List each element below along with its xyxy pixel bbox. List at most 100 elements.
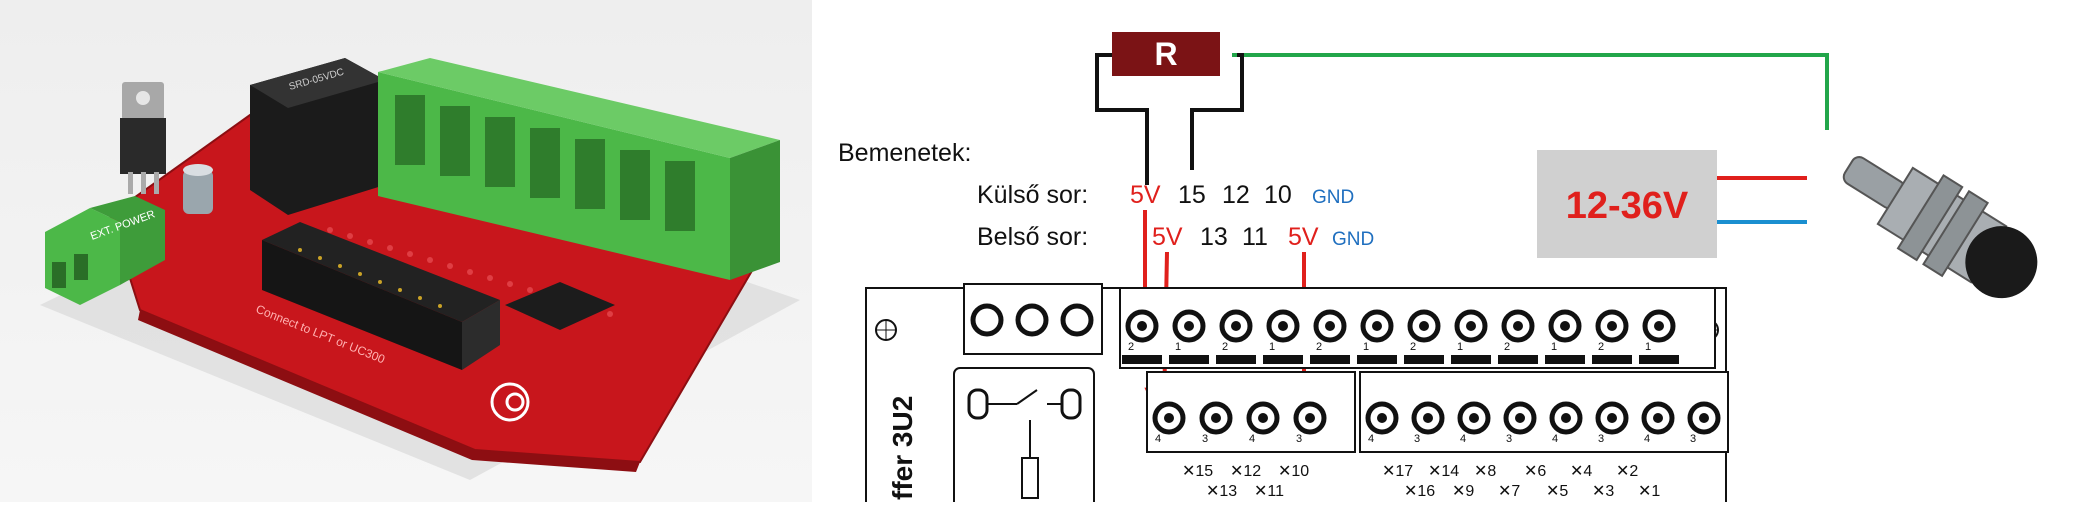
pin-number: 1: [1551, 341, 1557, 353]
terminal-screw: [1313, 309, 1347, 343]
outer-pin-12: 12: [1222, 181, 1250, 209]
terminal-screw: [1360, 309, 1394, 343]
pin-number: 4: [1552, 433, 1558, 445]
pin-number: 4: [1644, 433, 1650, 445]
idc-connector: [262, 222, 500, 370]
pin-number: 4: [1368, 433, 1374, 445]
inputs-title: Bemenetek:: [838, 139, 971, 167]
bottom-pin-label: ✕12: [1230, 463, 1261, 480]
terminal-screw: [1246, 401, 1280, 435]
pin-number: 1: [1269, 341, 1275, 353]
black-wire-right: [1190, 53, 1244, 170]
terminal-screw: [1172, 309, 1206, 343]
terminal-screw: [1595, 401, 1629, 435]
bottom-pin-label: ✕6: [1524, 463, 1546, 480]
pin-number: 1: [1175, 341, 1181, 353]
terminal-screw: [1407, 309, 1441, 343]
bottom-pin-label: ✕1: [1638, 483, 1660, 500]
terminal-screw: [1641, 401, 1675, 435]
product-photo: SRD-05VDC EXT. POWER Connect to LPT: [0, 0, 812, 502]
outer-pin-15: 15: [1178, 181, 1206, 209]
bottom-pin-label: ✕4: [1570, 463, 1592, 480]
terminal-screw: [1293, 401, 1327, 435]
outer-pin-5v: 5V: [1130, 181, 1161, 209]
voltage-label: 12-36V: [1566, 185, 1689, 227]
terminal-screw: [1503, 401, 1537, 435]
pin-number: 4: [1249, 433, 1255, 445]
pin-number: 3: [1506, 433, 1512, 445]
terminal-screw: [1266, 309, 1300, 343]
wiring-svg: R Bemenetek: Külső sor: Belső sor: 5V 15…: [838, 32, 2038, 507]
pin-number: 2: [1128, 341, 1134, 353]
terminal-screw: [1219, 309, 1253, 343]
inner-pin-gnd: GND: [1332, 229, 1374, 250]
pin-number: 3: [1296, 433, 1302, 445]
pin-number: 3: [1598, 433, 1604, 445]
resistor: [1112, 32, 1220, 76]
pin-number: 1: [1645, 341, 1651, 353]
bottom-pin-labels-top: ✕15✕12✕10✕17✕14✕8✕6✕4✕2: [1182, 463, 1638, 480]
terminal-screw: [1595, 309, 1629, 343]
pin-number: 1: [1457, 341, 1463, 353]
terminal-screw: [1642, 309, 1676, 343]
relay-schematic: [953, 367, 1095, 507]
terminal-screw: [1199, 401, 1233, 435]
black-wire-left: [1095, 53, 1149, 185]
terminal-screw: [1548, 309, 1582, 343]
terminal-screw: [1411, 401, 1445, 435]
bottom-pin-label: ✕9: [1452, 483, 1474, 500]
pin-number: 2: [1504, 341, 1510, 353]
voltage-source-box: [1537, 150, 1717, 258]
pin-number: 2: [1316, 341, 1322, 353]
green-wire: [1232, 53, 1829, 130]
bottom-pin-label: ✕2: [1616, 463, 1638, 480]
bottom-pin-label: ✕17: [1382, 463, 1413, 480]
pin-number: 1: [1363, 341, 1369, 353]
relay: SRD-05VDC: [250, 58, 385, 215]
bottom-pin-label: ✕10: [1278, 463, 1309, 480]
proximity-sensor: [1842, 156, 2038, 299]
inner-pin-5v-b: 5V: [1288, 223, 1319, 251]
outer-row-label: Külső sor:: [977, 181, 1088, 209]
board-label: ffer 3U2: [887, 396, 918, 500]
terminal-screw: [1687, 401, 1721, 435]
pin-number: 2: [1598, 341, 1604, 353]
pin-number: 3: [1414, 433, 1420, 445]
voltage-regulator: [120, 82, 166, 194]
inner-pin-13: 13: [1200, 223, 1228, 251]
capacitor: [183, 164, 213, 214]
terminal-screw: [1457, 401, 1491, 435]
power-terminal-schematic: [963, 283, 1103, 355]
terminal-screw: [1152, 401, 1186, 435]
board-logo: [490, 382, 530, 422]
mounting-hole-left: [875, 319, 897, 341]
inner-row-label: Belső sor:: [977, 223, 1088, 251]
bottom-pin-label: ✕11: [1254, 483, 1284, 500]
pin-number: 4: [1155, 433, 1161, 445]
ic-chip: [505, 282, 615, 330]
power-terminal-block: EXT. POWER: [45, 196, 165, 305]
inner-pin-5v-a: 5V: [1152, 223, 1183, 251]
wiring-diagram: R Bemenetek: Külső sor: Belső sor: 5V 15…: [812, 0, 2078, 507]
bottom-pin-label: ✕14: [1428, 463, 1459, 480]
outer-pin-gnd: GND: [1312, 187, 1354, 208]
bottom-pin-label: ✕8: [1474, 463, 1496, 480]
terminal-screw: [1125, 309, 1159, 343]
breakout-board-illustration: SRD-05VDC EXT. POWER Connect to LPT: [40, 58, 800, 480]
terminal-screw: [1454, 309, 1488, 343]
bottom-pin-label: ✕3: [1592, 483, 1614, 500]
bottom-pin-label: ✕13: [1206, 483, 1237, 500]
bottom-pin-label: ✕7: [1498, 483, 1520, 500]
pin-number: 2: [1410, 341, 1416, 353]
bottom-pin-labels-bottom: ✕13✕11✕16✕9✕7✕5✕3✕1: [1206, 483, 1660, 500]
terminal-screw: [1365, 401, 1399, 435]
terminal-screw: [1549, 401, 1583, 435]
pin-number: 3: [1690, 433, 1696, 445]
pin-number: 3: [1202, 433, 1208, 445]
inner-pin-11: 11: [1242, 223, 1268, 251]
terminal-screw: [1501, 309, 1535, 343]
resistor-label: R: [1154, 36, 1177, 72]
outer-pin-10: 10: [1264, 181, 1292, 209]
